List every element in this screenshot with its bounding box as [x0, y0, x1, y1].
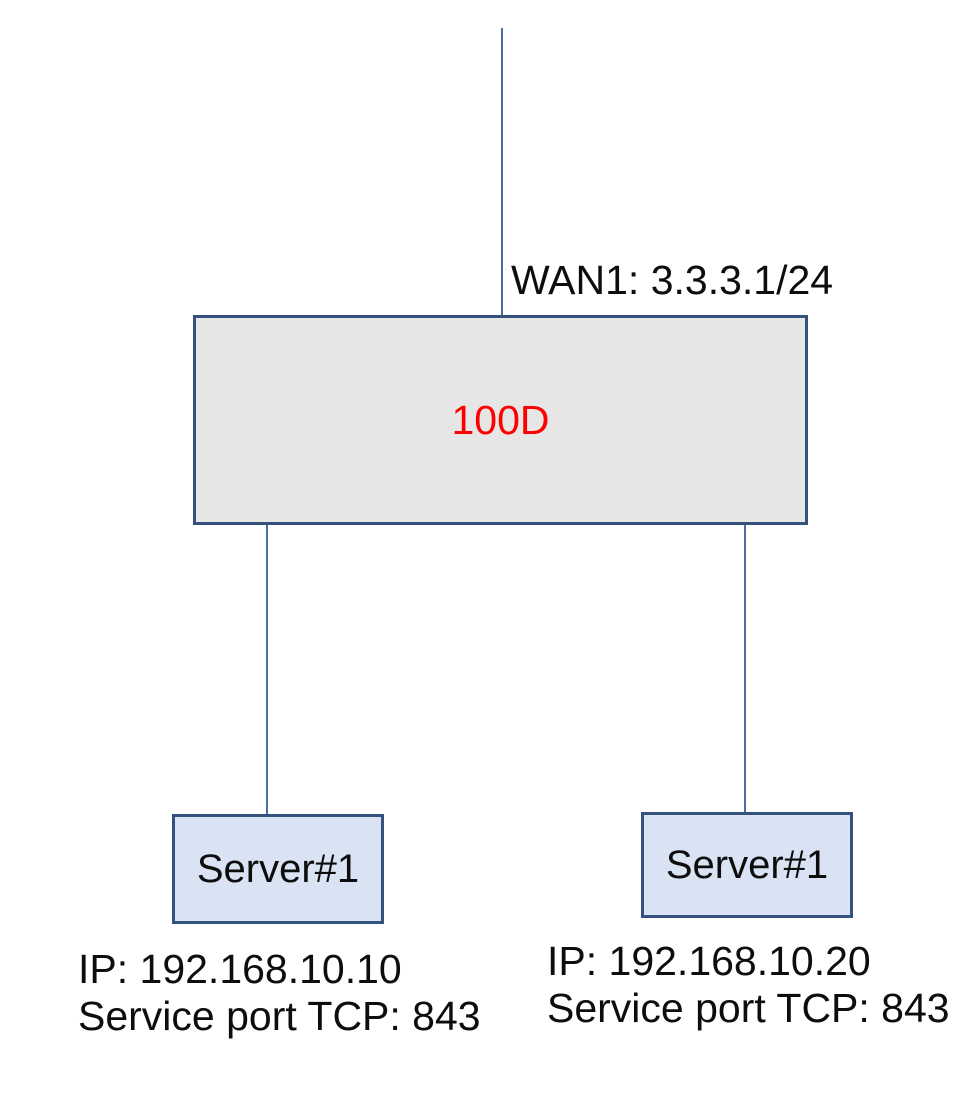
- firewall-box: 100D: [193, 315, 808, 525]
- server-1-service-port-label: Service port TCP: 843: [78, 993, 481, 1039]
- server-2-service-port-label: Service port TCP: 843: [547, 985, 950, 1031]
- server-2-info: IP: 192.168.10.20 Service port TCP: 843: [547, 938, 950, 1032]
- wan-connector-line: [501, 28, 503, 315]
- server-1-box: Server#1: [172, 814, 384, 924]
- server-2-label: Server#1: [665, 842, 829, 887]
- firewall-label: 100D: [451, 396, 550, 443]
- server-2-ip-label: IP: 192.168.10.20: [547, 938, 871, 984]
- server-1-connector-line: [266, 525, 268, 816]
- wan-interface-label: WAN1: 3.3.3.1/24: [511, 257, 834, 303]
- server-1-info: IP: 192.168.10.10 Service port TCP: 843: [78, 946, 481, 1040]
- server-2-connector-line: [744, 525, 746, 813]
- server-2-box: Server#1: [641, 812, 853, 918]
- server-1-label: Server#1: [196, 846, 360, 891]
- server-1-ip-label: IP: 192.168.10.10: [78, 946, 402, 992]
